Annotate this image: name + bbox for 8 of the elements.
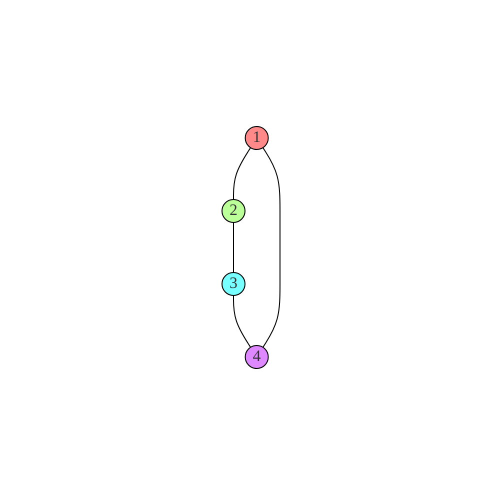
connector xyxy=(262,146,280,348)
node-circle: 3 xyxy=(221,272,245,296)
node-circle: 2 xyxy=(221,198,245,222)
node-circle: 1 xyxy=(244,126,268,150)
node-circle: 4 xyxy=(244,344,268,368)
connector xyxy=(232,222,234,272)
connector xyxy=(232,294,251,348)
connector xyxy=(232,146,251,200)
